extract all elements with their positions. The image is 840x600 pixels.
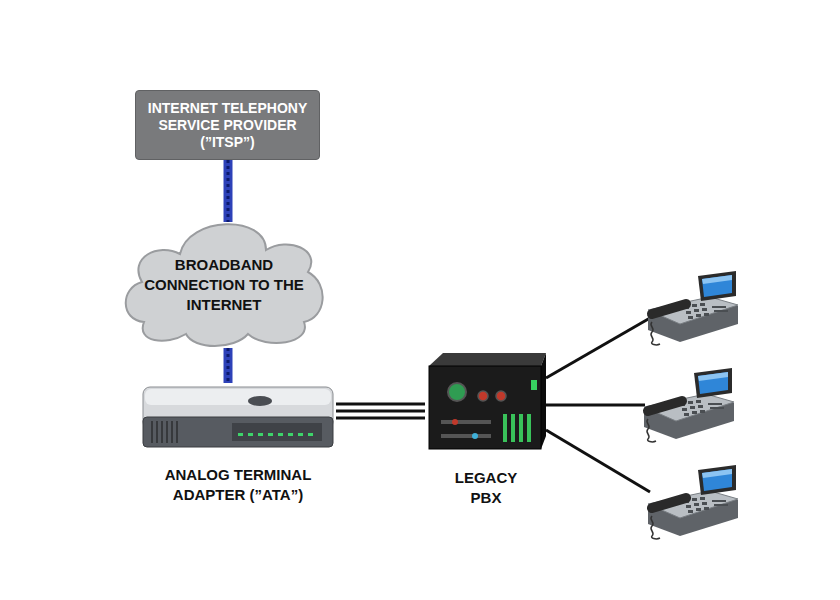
phone <box>644 368 734 442</box>
trunk-line <box>336 418 425 419</box>
trunk-line <box>336 411 425 412</box>
phone <box>648 465 738 539</box>
pbx-illustration <box>425 350 547 450</box>
phone-wires <box>546 318 650 492</box>
cloud-label: BROADBAND CONNECTION TO THE INTERNET <box>135 255 313 315</box>
broadband-link <box>228 348 229 383</box>
provider-box: INTERNET TELEPHONY SERVICE PROVIDER (”IT… <box>135 90 320 160</box>
internet-cloud: BROADBAND CONNECTION TO THE INTERNET <box>116 222 332 348</box>
provider-label: INTERNET TELEPHONY SERVICE PROVIDER (”IT… <box>141 100 314 151</box>
device-label: ANALOG TERMINAL ADAPTER (”ATA”) <box>140 465 336 505</box>
phone <box>648 271 738 345</box>
pbx-device: LEGACY PBX <box>425 350 547 508</box>
ata-device: ANALOG TERMINAL ADAPTER (”ATA”) <box>140 383 336 505</box>
ata-illustration <box>140 383 336 449</box>
device-label: LEGACY PBX <box>446 468 526 508</box>
trunk-line <box>336 404 425 405</box>
broadband-link <box>228 160 229 222</box>
